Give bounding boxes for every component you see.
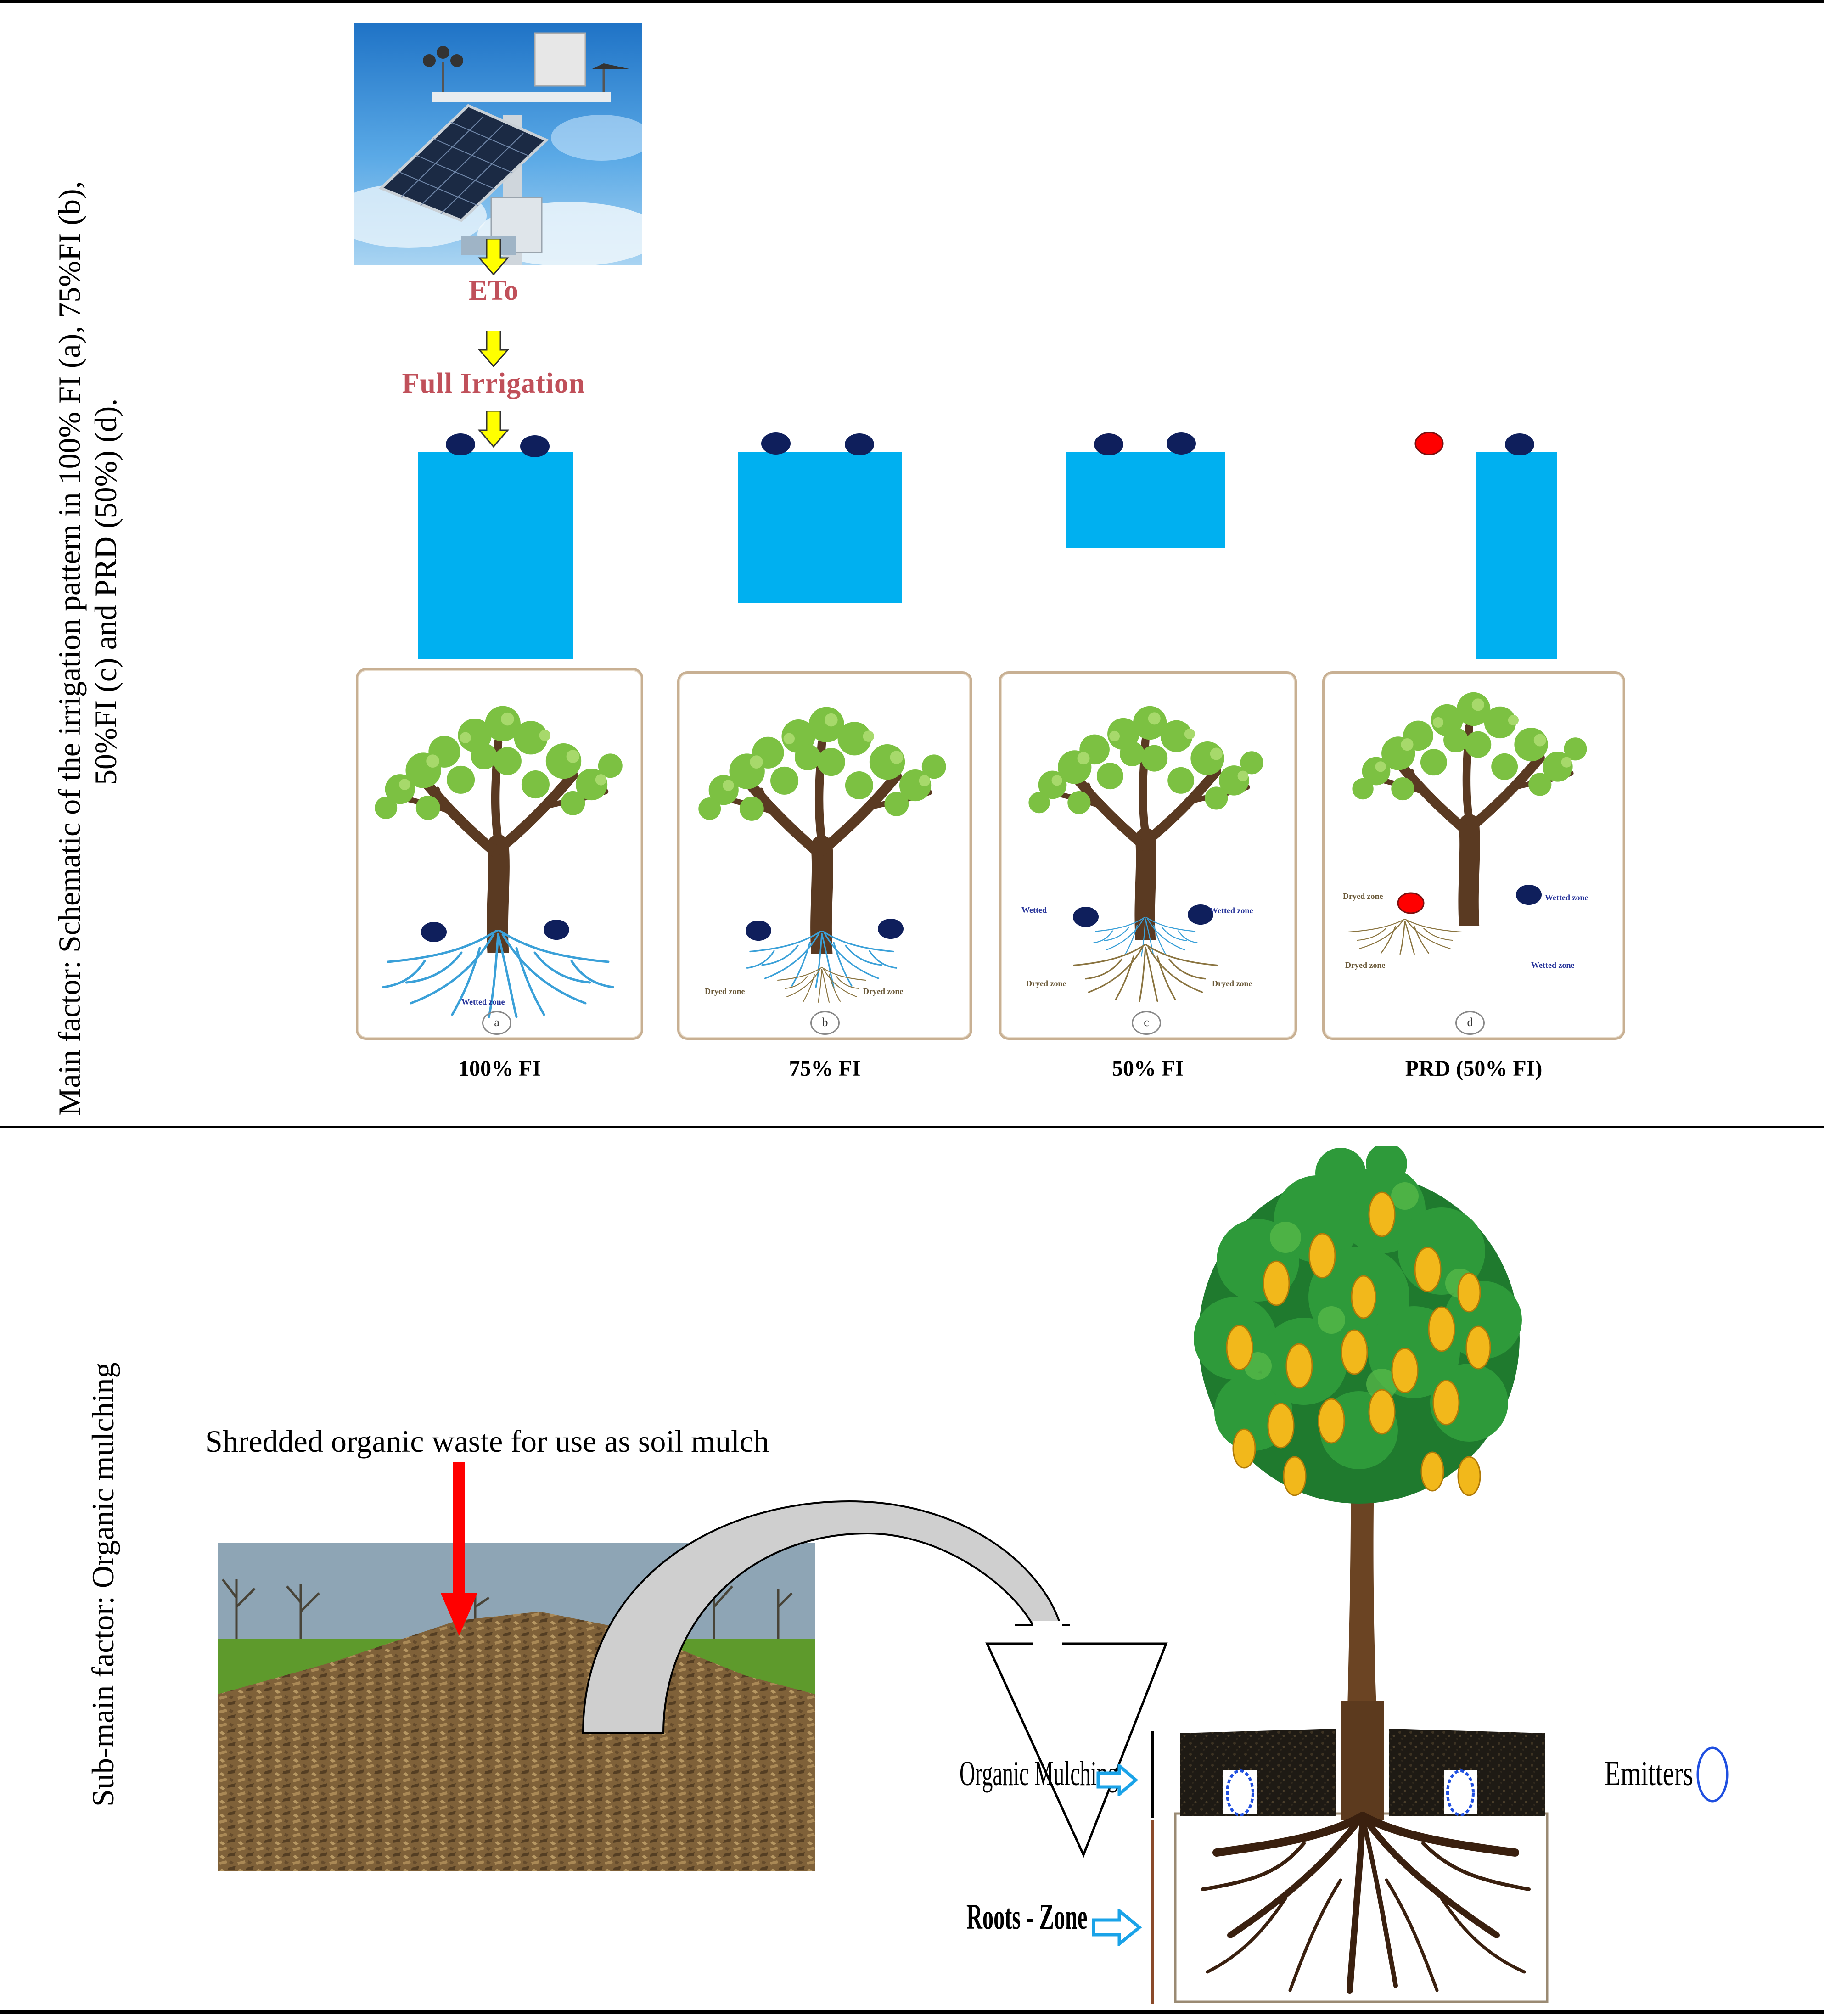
emitter-icon-a-left [446,433,475,455]
treatment-panel-c: Wetted Wetted zone Dryed zone Dryed zone… [999,671,1297,1040]
emitter-icon-b-soil-left [746,921,771,941]
eto-label: ETo [468,275,518,306]
zone-label-c-2: Wetted zone [1210,906,1253,915]
full-irrigation-label: Full Irrigation [402,368,585,399]
zone-label-d-2: Wetted zone [1545,893,1588,902]
roots-zone-label-wrap: Roots - Zone [966,1896,1118,1937]
main-factor-line2: 50%FI (c) and PRD (50%) (d). [88,398,123,785]
zone-label-b-1: Dryed zone [705,987,745,996]
emitter-icon-b-soil-right [878,919,904,939]
emitters-label-wrap: Emitters [1605,1754,1724,1795]
red-pointer-arrow-icon [441,1462,477,1636]
flow-arrow-icon-3 [477,411,510,448]
emitter-icon-a-soil-right [544,920,569,940]
emitter-icon-d-left [1414,432,1444,455]
roots-zone-label: Roots - Zone [966,1897,1088,1937]
panel-letter-a: a [482,1011,511,1035]
roots-zone-bracket [1151,1820,1154,2004]
top-rule [0,0,1824,3]
main-factor-label: Main factor: Schematic of the irrigation… [51,5,124,1116]
caption-b: 75% FI [789,1056,861,1081]
emitter-icon-d-soil-left [1397,892,1425,914]
emitter-icon-d-right [1505,433,1534,455]
emitter-icon-c-soil-right [1188,904,1213,925]
water-block-a [418,452,573,659]
organic-mulching-label-wrap: Organic Mulching [960,1754,1152,1795]
mango-tree-illustration [1174,1146,1549,2003]
weather-station-image [354,23,642,265]
zone-label-d-1: Dryed zone [1343,892,1383,901]
main-factor-line1: Main factor: Schematic of the irrigation… [52,181,87,1116]
flow-arrow-icon-1 [477,239,510,275]
emitter-icon-c-right [1167,432,1196,455]
curved-transfer-arrow-icon [582,1500,1168,1858]
middle-rule [0,1126,1824,1128]
emitter-icon-c-soil-left [1073,907,1099,927]
emitter-legend-icon [1696,1746,1729,1803]
emitter-icon-c-left [1094,433,1123,455]
treatment-panel-a: Wetted zone a [356,668,643,1040]
treatment-panel-d: Dryed zone Wetted zone Dryed zone Wetted… [1322,671,1625,1040]
mulch-layer-bracket [1151,1731,1154,1818]
emitter-icon-b-right [845,433,874,455]
zone-label-d-3: Dryed zone [1345,960,1386,970]
zone-label-d-4: Wetted zone [1531,960,1575,970]
panel-letter-c: c [1132,1011,1161,1035]
bottom-rule [0,2010,1824,2014]
water-block-b [738,452,902,603]
emitters-row [446,432,1534,457]
roots-zone-arrow-icon [1092,1909,1142,1946]
caption-c: 50% FI [1112,1056,1184,1081]
zone-label-c-3: Dryed zone [1026,979,1066,988]
organic-mulching-arrow-icon [1096,1764,1138,1796]
emitter-icon-d-soil-right [1516,885,1542,905]
zone-label-a-1: Wetted zone [461,997,505,1006]
mulch-caption: Shredded organic waste for use as soil m… [205,1424,769,1459]
zone-label-b-2: Dryed zone [863,987,904,996]
zone-label-c-1: Wetted [1021,905,1047,915]
emitter-icon-b-left [761,432,791,455]
emitter-icon-a-soil-left [421,922,447,942]
sub-factor-label: Sub-main factor: Organic mulching [85,1362,120,1807]
panel-letter-d: d [1455,1011,1485,1035]
flow-arrow-icon-2 [477,331,510,367]
caption-d: PRD (50% FI) [1405,1056,1543,1081]
emitters-label: Emitters [1605,1754,1694,1793]
water-block-d [1476,452,1557,659]
treatment-panel-b: Dryed zone Dryed zone b [677,671,972,1040]
zone-label-c-4: Dryed zone [1212,979,1252,988]
panel-letter-b: b [810,1011,840,1035]
organic-mulching-label: Organic Mulching [960,1754,1118,1793]
emitter-icon-a-right [520,435,550,457]
caption-a: 100% FI [458,1056,541,1081]
water-block-c [1066,452,1225,548]
